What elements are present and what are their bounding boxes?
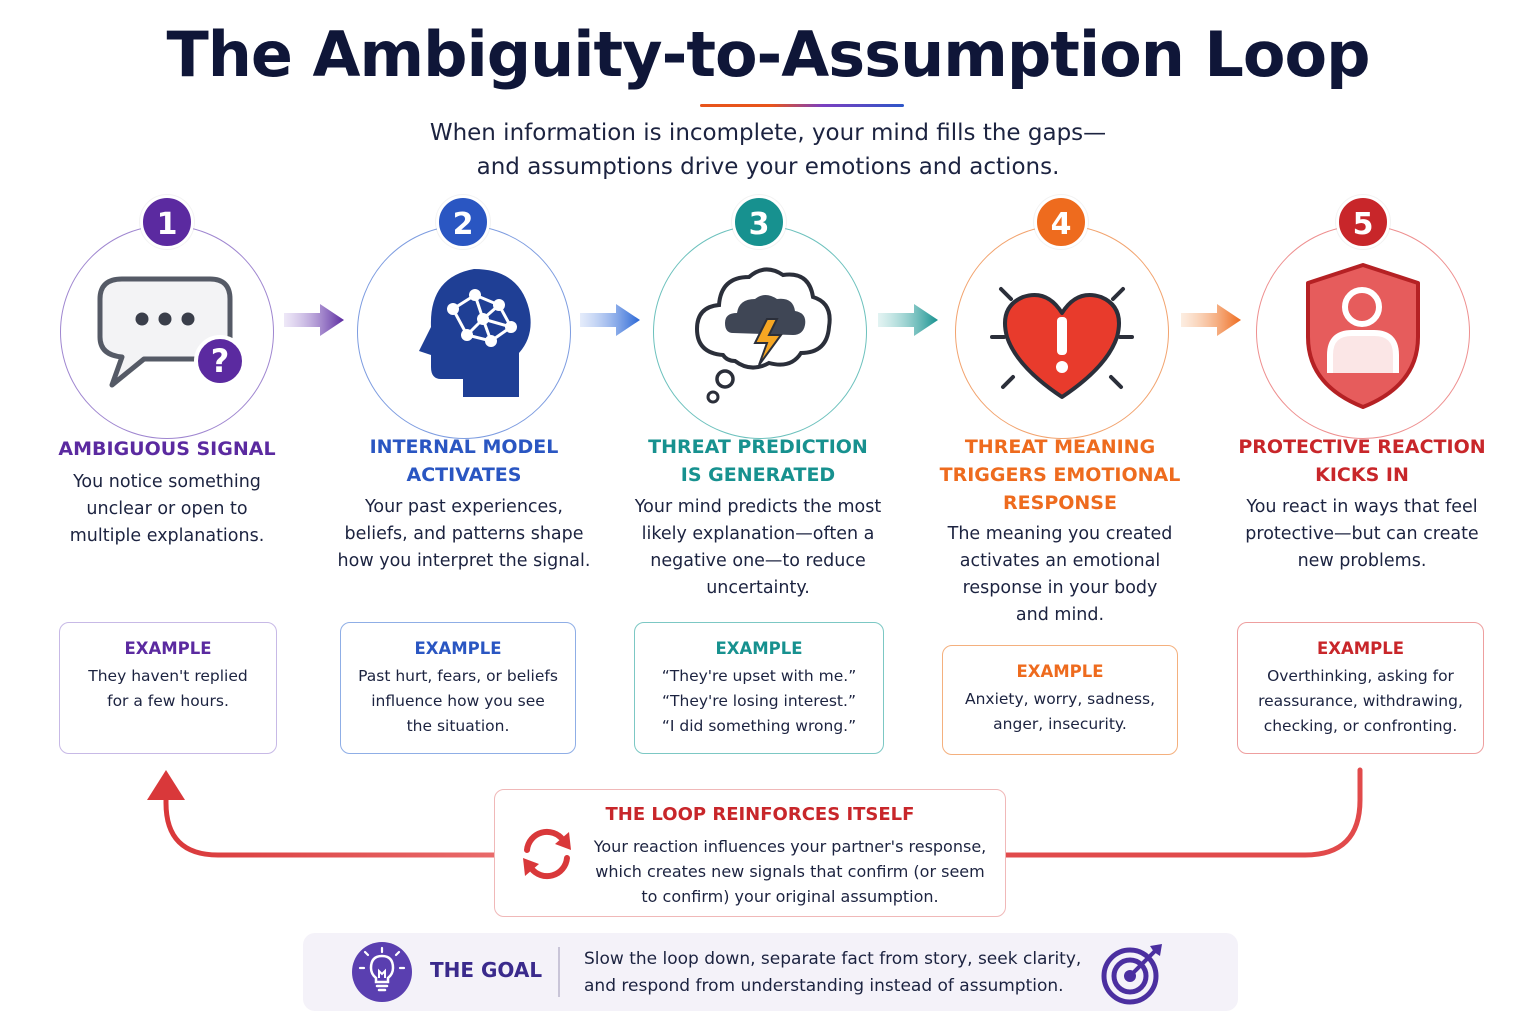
page-title: The Ambiguity-to-Assumption Loop — [166, 18, 1370, 91]
loop-text-line: which creates new signals that confirm (… — [595, 862, 985, 881]
step-1-title-line: AMBIGUOUS SIGNAL — [58, 438, 276, 460]
step-4-description: The meaning you created activates an emo… — [920, 521, 1200, 629]
step-5-desc-line: new problems. — [1297, 551, 1427, 571]
lightbulb-icon — [352, 942, 412, 1002]
step-3-desc-line: negative one—to reduce — [650, 551, 866, 571]
step-1-desc-line: multiple explanations. — [69, 526, 265, 546]
arrow-right-icon — [1181, 304, 1241, 336]
example-label: EXAMPLE — [414, 639, 502, 658]
example-text: “They're upset with me.” — [661, 667, 857, 685]
example-text: checking, or confronting. — [1263, 717, 1458, 735]
example-text: the situation. — [406, 717, 510, 735]
example-text: Overthinking, asking for — [1267, 667, 1454, 685]
step-4-badge: 4 — [1034, 195, 1088, 249]
step-1-desc-line: You notice something — [73, 472, 261, 492]
step-4-desc-line: activates an emotional — [959, 551, 1161, 571]
heart-alert-icon — [990, 287, 1134, 399]
step-3-title-line: THREAT PREDICTION — [648, 436, 868, 458]
step-2-badge: 2 — [436, 195, 490, 249]
step-5-desc-line: You react in ways that feel — [1246, 497, 1478, 517]
loop-text: Your reaction influences your partner's … — [590, 834, 990, 909]
step-2-desc-line: beliefs, and patterns shape — [344, 524, 584, 544]
arrow-right-icon — [284, 304, 344, 336]
example-label: EXAMPLE — [715, 639, 803, 658]
example-box-2: EXAMPLE Past hurt, fears, or beliefs inf… — [340, 622, 576, 754]
goal-text-line: Slow the loop down, separate fact from s… — [584, 949, 1082, 969]
page-subtitle: When information is incomplete, your min… — [0, 116, 1536, 184]
example-text: They haven't replied — [88, 667, 248, 685]
step-4-title-line: TRIGGERS EMOTIONAL — [939, 464, 1181, 486]
step-3-circle — [653, 225, 867, 439]
step-5-desc-line: protective—but can create — [1245, 524, 1479, 544]
step-1-badge: 1 — [140, 195, 194, 249]
step-2-desc-line: how you interpret the signal. — [337, 551, 591, 571]
step-5-badge: 5 — [1336, 195, 1390, 249]
svg-text:?: ? — [211, 342, 230, 380]
example-label: EXAMPLE — [1016, 662, 1104, 681]
subtitle-line-1: When information is incomplete, your min… — [429, 120, 1107, 146]
step-4-desc-line: response in your body — [962, 578, 1158, 598]
arrow-right-icon — [580, 304, 640, 336]
example-text: “They're losing interest.” — [662, 692, 856, 710]
shield-person-icon — [1306, 263, 1420, 409]
step-2-title-line: INTERNAL MODEL — [369, 436, 559, 458]
example-text: anger, insecurity. — [993, 715, 1127, 733]
title-underline — [700, 104, 904, 107]
example-text: for a few hours. — [107, 692, 229, 710]
arrow-right-icon — [878, 304, 938, 336]
goal-label: THE GOAL — [430, 958, 543, 982]
step-3-badge: 3 — [732, 195, 786, 249]
step-4-desc-line: The meaning you created — [947, 524, 1173, 544]
example-box-1: EXAMPLE They haven't replied for a few h… — [59, 622, 277, 754]
loop-reinforces-box: THE LOOP REINFORCES ITSELF Your reaction… — [494, 789, 1006, 917]
speech-bubble-question-icon: ? — [97, 276, 246, 388]
example-text: Anxiety, worry, sadness, — [964, 690, 1156, 708]
subtitle-line-2: and assumptions drive your emotions and … — [476, 154, 1060, 180]
example-box-5: EXAMPLE Overthinking, asking for reassur… — [1237, 622, 1484, 754]
loop-title: THE LOOP REINFORCES ITSELF — [605, 804, 915, 825]
step-5-title-line: PROTECTIVE REACTION — [1238, 436, 1486, 458]
step-4-desc-line: and mind. — [1015, 605, 1105, 625]
step-4-title-line: RESPONSE — [1003, 492, 1117, 514]
step-3-desc-line: likely explanation—often a — [641, 524, 875, 544]
example-text: influence how you see — [371, 692, 545, 710]
step-1-desc-line: unclear or open to — [86, 499, 248, 519]
example-label: EXAMPLE — [124, 639, 212, 658]
step-2-description: Your past experiences, beliefs, and patt… — [324, 494, 604, 575]
step-2-title: INTERNAL MODEL ACTIVATES — [324, 433, 604, 489]
example-text: “I did something wrong.” — [661, 717, 857, 735]
step-5-title: PROTECTIVE REACTION KICKS IN — [1222, 433, 1502, 489]
target-icon — [1101, 944, 1162, 1005]
loop-text-line: Your reaction influences your partner's … — [593, 837, 987, 856]
step-3-title: THREAT PREDICTION IS GENERATED — [618, 433, 898, 489]
step-1-title: AMBIGUOUS SIGNAL — [27, 435, 307, 463]
goal-banner: THE GOAL Slow the loop down, separate fa… — [303, 933, 1238, 1011]
step-2-title-line: ACTIVATES — [406, 464, 522, 486]
step-1-description: You notice something unclear or open to … — [27, 469, 307, 550]
storm-cloud-thought-icon — [694, 267, 832, 404]
step-4-title-line: THREAT MEANING — [964, 436, 1156, 458]
step-5-title-line: KICKS IN — [1315, 464, 1409, 486]
example-box-4: EXAMPLE Anxiety, worry, sadness, anger, … — [942, 645, 1178, 755]
goal-text: Slow the loop down, separate fact from s… — [584, 946, 1104, 1000]
goal-text-line: and respond from understanding instead o… — [584, 976, 1064, 996]
head-network-icon — [419, 269, 531, 397]
example-text: Past hurt, fears, or beliefs — [358, 667, 558, 685]
step-4-title: THREAT MEANING TRIGGERS EMOTIONAL RESPON… — [920, 433, 1200, 517]
step-3-title-line: IS GENERATED — [680, 464, 836, 486]
example-label: EXAMPLE — [1316, 639, 1405, 658]
step-3-desc-line: Your mind predicts the most — [634, 497, 882, 517]
step-2-desc-line: Your past experiences, — [365, 497, 563, 517]
example-text: reassurance, withdrawing, — [1258, 692, 1463, 710]
step-3-desc-line: uncertainty. — [706, 578, 810, 598]
cycle-arrows-icon — [523, 828, 571, 880]
loop-text-line: to confirm) your original assumption. — [641, 887, 939, 906]
step-5-description: You react in ways that feel protective—b… — [1222, 494, 1502, 575]
goal-divider — [558, 947, 560, 997]
example-box-3: EXAMPLE “They're upset with me.” “They'r… — [634, 622, 884, 754]
step-3-description: Your mind predicts the most likely expla… — [618, 494, 898, 602]
